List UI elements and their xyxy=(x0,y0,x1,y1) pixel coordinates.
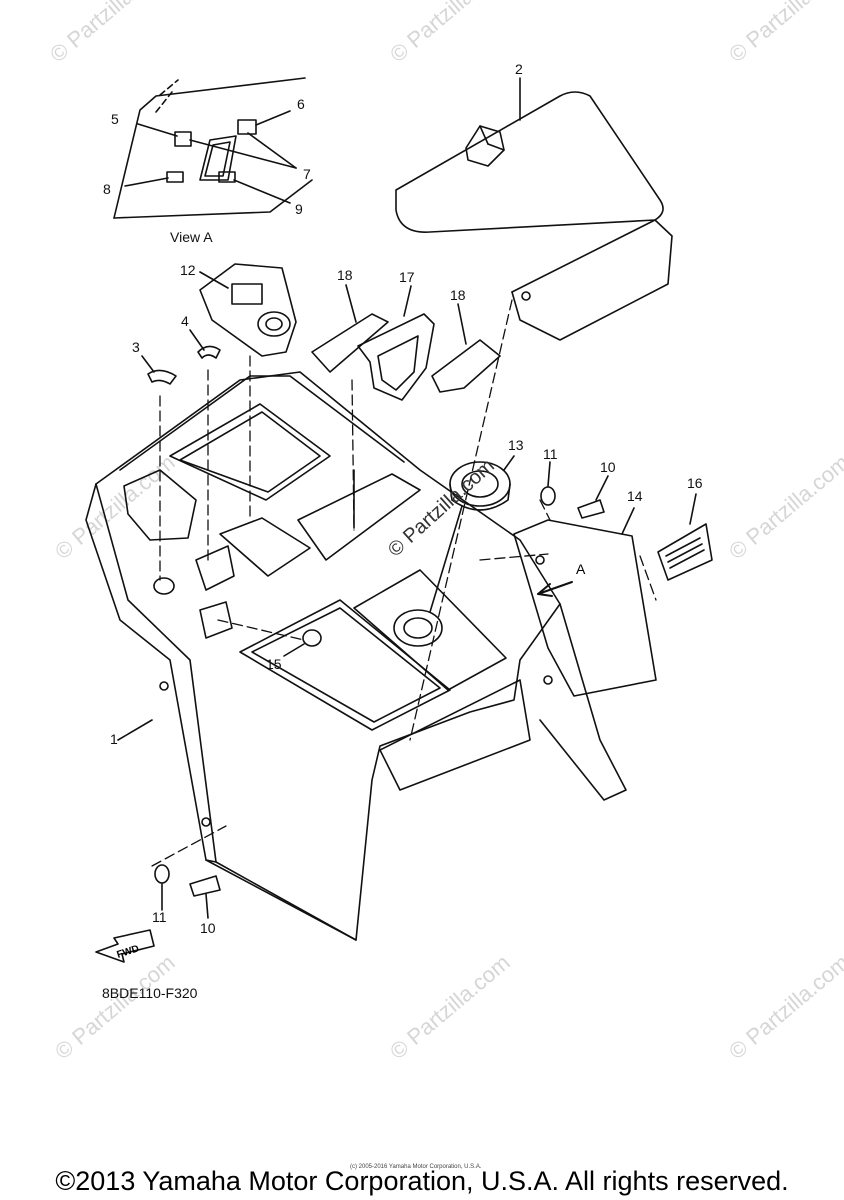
callout-18: 18 xyxy=(450,287,466,303)
part-3-badge xyxy=(147,369,177,385)
part-15-plug xyxy=(302,629,322,647)
part-1-console xyxy=(85,371,627,941)
callout-11: 11 xyxy=(152,909,167,925)
callout-15: 15 xyxy=(266,656,282,672)
callout-4: 4 xyxy=(181,313,189,329)
view-a-inset xyxy=(113,77,313,219)
callout-16: 16 xyxy=(687,475,703,491)
callout-17: 17 xyxy=(399,269,415,285)
part-18-pad-left xyxy=(311,313,389,373)
sticker-9 xyxy=(218,171,236,183)
fwd-label: FWD xyxy=(116,943,141,961)
callout-2: 2 xyxy=(515,61,523,77)
callout-10: 10 xyxy=(600,459,616,475)
callout-14: 14 xyxy=(627,488,643,504)
part-17-bracket xyxy=(357,313,435,401)
callout-13: 13 xyxy=(508,437,524,453)
callout-5: 5 xyxy=(111,111,119,127)
fwd-arrow-icon xyxy=(95,929,155,963)
part-18-pad-right xyxy=(431,339,501,393)
callout-12: 12 xyxy=(180,262,196,278)
callout-7: 7 xyxy=(303,166,311,182)
callout-8: 8 xyxy=(103,181,111,197)
view-a-arrow-label: A xyxy=(576,561,586,577)
sticker-6 xyxy=(237,119,257,135)
part-11-grommet xyxy=(540,486,556,506)
part-13-cap xyxy=(429,455,515,613)
part-2-lid xyxy=(395,77,673,341)
diagram-code: 8BDE110-F320 xyxy=(102,985,198,1001)
callout-11: 11 xyxy=(543,446,558,462)
callout-3: 3 xyxy=(132,339,140,355)
part-4-badge xyxy=(197,345,221,359)
part-16-label xyxy=(657,493,713,581)
part-10-screw xyxy=(577,499,605,519)
part-11-grommet xyxy=(154,864,170,884)
callout-6: 6 xyxy=(297,96,305,112)
sticker-5 xyxy=(174,131,192,147)
sticker-8 xyxy=(166,171,184,183)
part-10-screw xyxy=(189,875,221,897)
view-a-label: View A xyxy=(170,229,213,245)
part-12-housing xyxy=(199,263,297,357)
part-14-side-panel xyxy=(513,507,657,697)
callout-18: 18 xyxy=(337,267,353,283)
callout-9: 9 xyxy=(295,201,303,217)
callout-1: 1 xyxy=(110,731,118,747)
small-copyright: (c) 2005-2016 Yamaha Motor Corporation, … xyxy=(350,1164,482,1170)
callout-10: 10 xyxy=(200,920,216,936)
footer-copyright: ©2013 Yamaha Motor Corporation, U.S.A. A… xyxy=(55,1166,789,1196)
